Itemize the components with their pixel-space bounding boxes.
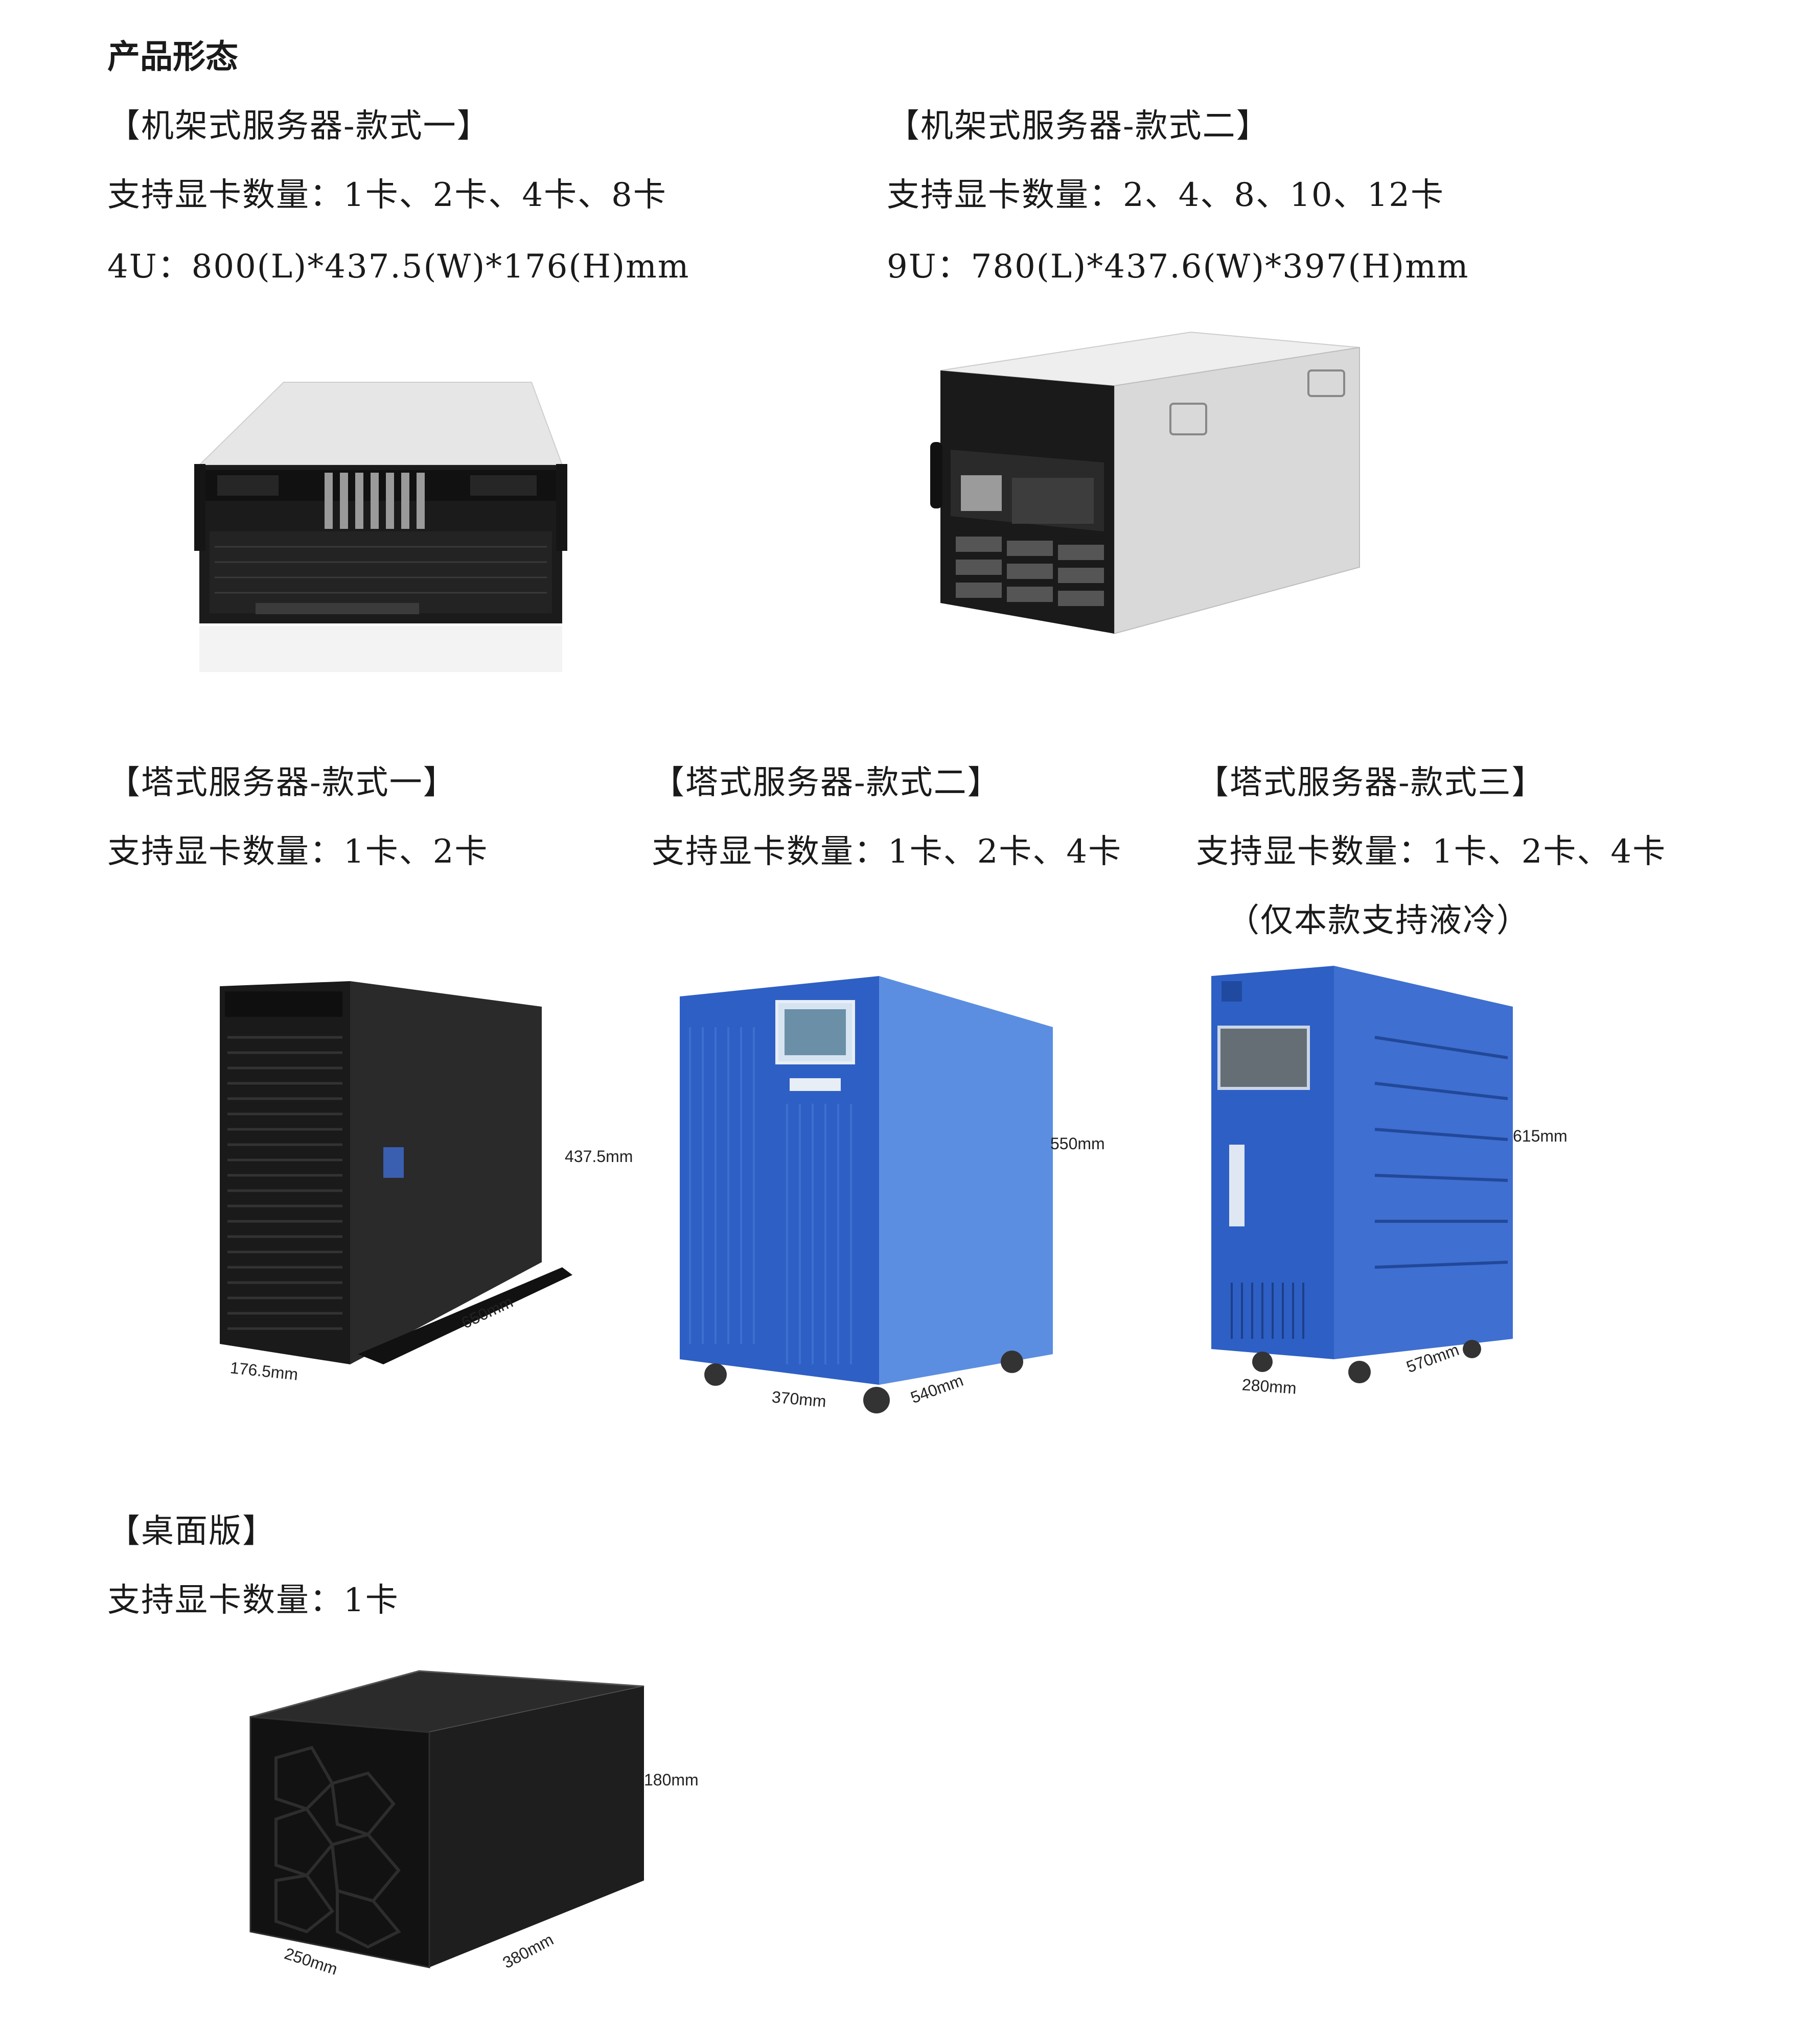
tower-2-gpu-support: 支持显卡数量：1卡、2卡、4卡 xyxy=(652,833,1122,871)
tower-3-liquid-cooling-note: （仅本款支持液冷） xyxy=(1227,902,1530,940)
desktop-gpu-support: 支持显卡数量：1卡 xyxy=(107,1582,399,1619)
tower-1-gpu-support: 支持显卡数量：1卡、2卡 xyxy=(107,833,489,871)
desktop-server-image xyxy=(249,1670,644,1968)
desktop-height-label: 180mm xyxy=(644,1771,699,1789)
page-title: 产品形态 xyxy=(107,38,238,76)
desktop-name: 【桌面版】 xyxy=(107,1513,276,1550)
tower-3-height-label: 615mm xyxy=(1513,1127,1568,1145)
rack-1-name: 【机架式服务器-款式一】 xyxy=(107,107,491,145)
tower-3-width-label: 280mm xyxy=(1241,1375,1297,1398)
rack-1-gpu-support: 支持显卡数量：1卡、2卡、4卡、8卡 xyxy=(107,176,667,214)
tower-2-height-label: 550mm xyxy=(1050,1134,1105,1153)
rack-server-1-image xyxy=(194,382,567,672)
rack-2-gpu-support: 支持显卡数量：2、4、8、10、12卡 xyxy=(887,176,1445,214)
rack-1-size: 4U：800(L)*437.5(W)*176(H)mm xyxy=(107,248,690,286)
tower-server-3-image xyxy=(1211,966,1513,1383)
tower-server-2-image xyxy=(680,976,1053,1413)
rack-2-name: 【机架式服务器-款式二】 xyxy=(887,107,1270,145)
tower-1-height-label: 437.5mm xyxy=(565,1147,633,1166)
rack-server-2-image xyxy=(930,331,1360,635)
tower-1-name: 【塔式服务器-款式一】 xyxy=(107,764,457,802)
tower-server-1-image xyxy=(220,981,572,1364)
tower-3-gpu-support: 支持显卡数量：1卡、2卡、4卡 xyxy=(1196,833,1667,871)
tower-3-name: 【塔式服务器-款式三】 xyxy=(1196,764,1546,802)
tower-2-name: 【塔式服务器-款式二】 xyxy=(652,764,1001,802)
rack-2-size: 9U：780(L)*437.6(W)*397(H)mm xyxy=(887,248,1469,286)
